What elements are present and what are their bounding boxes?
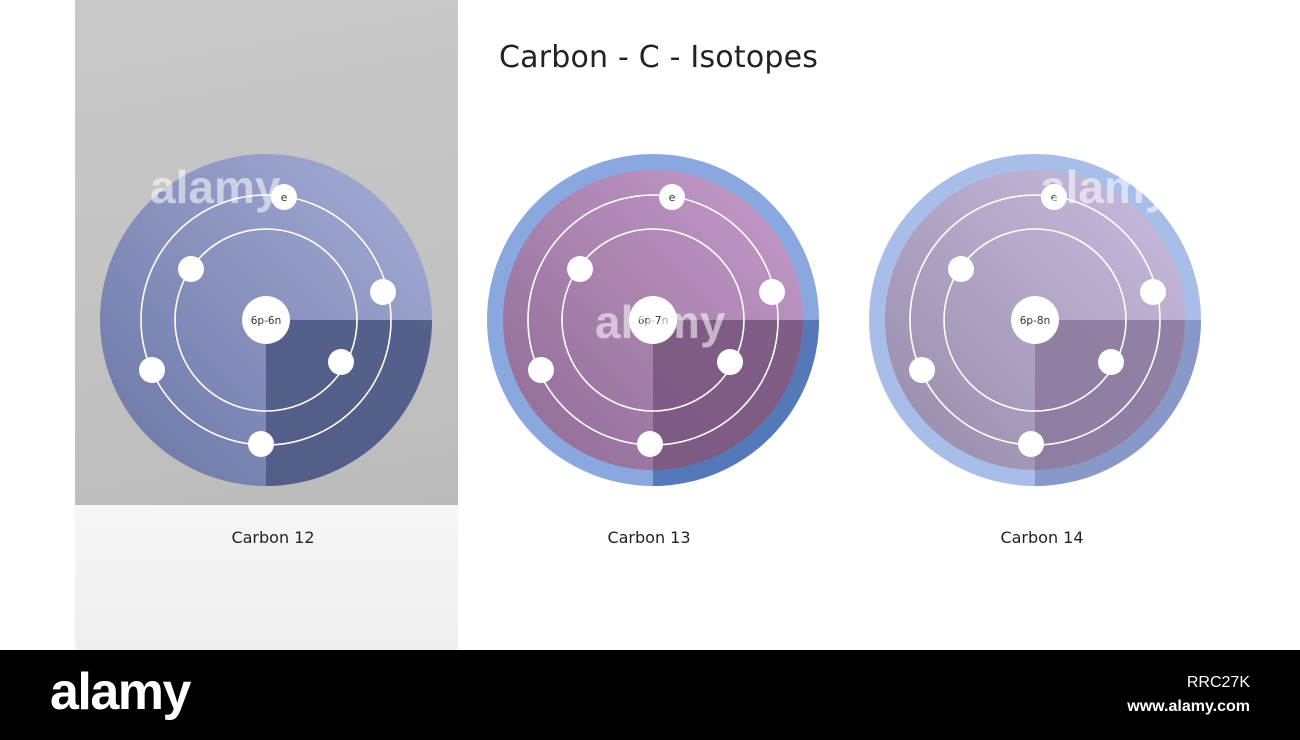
isotope-label-carbon-12: Carbon 12 — [231, 528, 315, 547]
image-id: RRC27K — [1186, 674, 1250, 691]
electron — [328, 349, 354, 375]
watermark: alamy — [595, 296, 726, 348]
atom-carbon-13: 6p-7n e — [487, 154, 819, 486]
electron — [139, 357, 165, 383]
electron — [1140, 279, 1166, 305]
electron — [178, 256, 204, 282]
electron — [637, 431, 663, 457]
electron — [1098, 349, 1124, 375]
isotope-label-carbon-13: Carbon 13 — [607, 528, 691, 547]
electron-labeled — [1041, 184, 1067, 210]
electron — [567, 256, 593, 282]
site-url: www.alamy.com — [1127, 698, 1250, 715]
nucleus-label: 6p-6n — [251, 315, 281, 327]
electron-label: e — [281, 191, 288, 204]
shade-quadrant — [653, 320, 803, 470]
nucleus-label: 6p-8n — [1020, 315, 1050, 327]
watermark: alamy — [150, 161, 281, 213]
electron-labeled — [659, 184, 685, 210]
watermark: alamy — [1040, 161, 1171, 213]
electron — [1018, 431, 1044, 457]
atom-diagrams: 6p-6n e 6p-7n e 6p-8n e — [100, 154, 1201, 486]
electron-labeled — [271, 184, 297, 210]
electron — [909, 357, 935, 383]
diagram-title: Carbon - C - Isotopes — [499, 40, 819, 75]
inner-orbit — [174, 228, 358, 412]
electron — [717, 349, 743, 375]
inner-orbit — [943, 228, 1127, 412]
electron — [948, 256, 974, 282]
electron-label: e — [669, 191, 676, 204]
electron — [759, 279, 785, 305]
atom-carbon-14: 6p-8n e — [869, 154, 1201, 486]
inner-orbit — [561, 228, 745, 412]
footer-bar: alamy RRC27K www.alamy.com — [0, 650, 1300, 740]
shade-quadrant — [1035, 320, 1185, 470]
electron — [528, 357, 554, 383]
nucleus — [629, 296, 677, 344]
electron-label: e — [1051, 191, 1058, 204]
electron — [248, 431, 274, 457]
shade-quadrant — [266, 320, 432, 486]
electron — [370, 279, 396, 305]
background-panel-lower — [75, 505, 458, 650]
nucleus — [242, 296, 290, 344]
nucleus — [1011, 296, 1059, 344]
isotope-label-carbon-14: Carbon 14 — [1000, 528, 1084, 547]
nucleus-label: 6p-7n — [638, 315, 668, 327]
alamy-logo: alamy — [50, 663, 191, 721]
